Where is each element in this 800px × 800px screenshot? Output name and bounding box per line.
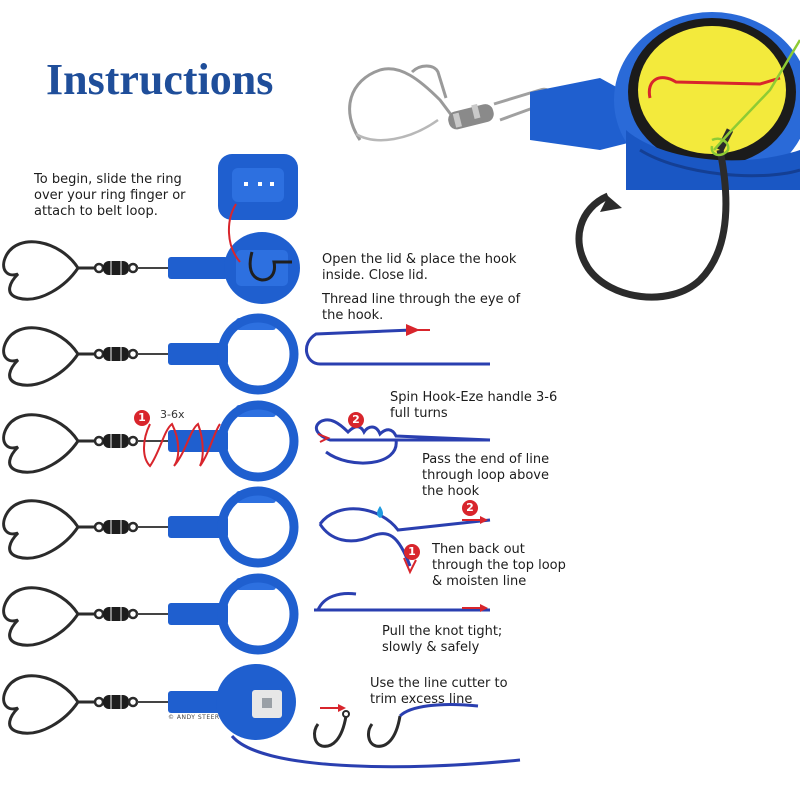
pass-step-one-badge: 1 (404, 544, 420, 560)
step-begin-text: To begin, slide the ring over your ring … (34, 172, 186, 219)
step-spin-handle-figure (2, 400, 491, 482)
page-title: Instructions (46, 55, 274, 104)
step-open-lid-figure (2, 154, 300, 304)
step-pull-tight-text: Pull the knot tight; slowly & safely (382, 624, 503, 655)
step-spin-handle-text: Spin Hook-Eze handle 3-6 full turns (390, 390, 558, 421)
spin-step-two-badge: 2 (348, 412, 364, 428)
step-pass-line-figure (2, 486, 491, 575)
circle-hook-icon (575, 39, 800, 301)
step-thread-line-text: Thread line through the eye of the hook. (322, 292, 521, 323)
step-back-out-text: Then back out through the top loop & moi… (432, 542, 566, 589)
spin-step-one-badge: 1 (134, 410, 150, 426)
step-cut-line-figure (2, 664, 521, 769)
step-open-lid-text: Open the lid & place the hook inside. Cl… (322, 252, 517, 283)
spin-count-label: 3-6x (160, 408, 185, 421)
snap-swivel-icon (348, 64, 553, 142)
step-thread-line-figure (2, 313, 490, 395)
step-pass-line-text: Pass the end of line through loop above … (422, 452, 550, 499)
step-pull-tight-figure (2, 573, 490, 655)
step-cut-line-text: Use the line cutter to trim excess line (370, 676, 508, 707)
artist-credit: © ANDY STEER (168, 714, 220, 721)
pass-step-two-badge: 2 (462, 500, 478, 516)
hook-eze-tool-icon (530, 12, 800, 190)
